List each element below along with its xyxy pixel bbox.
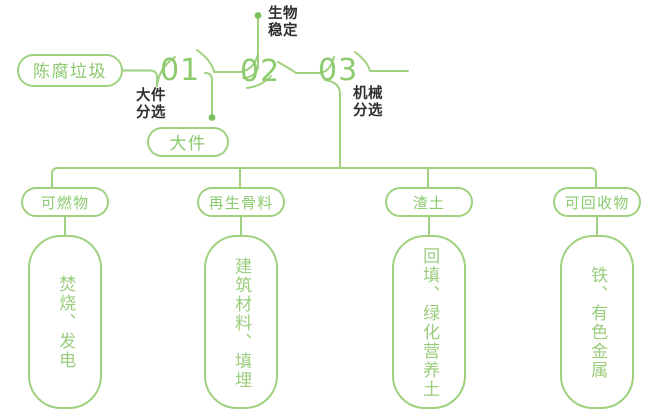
step03-left-arc (317, 56, 335, 74)
step03-right-arc (354, 51, 409, 72)
step-note-03: 机械 分选 (353, 86, 383, 120)
step-note-01: 大件 分选 (136, 88, 166, 122)
category-label-1: 再生骨料 (208, 195, 274, 212)
destination-box-shape-0 (28, 235, 102, 409)
source-label: 陈腐垃圾 (33, 62, 107, 81)
category-label-3: 可回收物 (564, 195, 630, 212)
bulky-branch-dot (208, 114, 216, 121)
step-number-01: 01 (160, 53, 201, 88)
destination-text-0: 焚烧、发电 (56, 274, 76, 370)
step-number-02: 02 (240, 54, 281, 89)
link-step03-to-bus (324, 79, 341, 169)
step-note-02: 生物 稳定 (268, 6, 298, 40)
destination-box-shape-3 (560, 235, 634, 409)
link-step01-to-bulky (204, 72, 213, 117)
link-source-to-step01 (121, 69, 158, 87)
step02-right-arc (277, 61, 319, 74)
destination-box-shape-2 (392, 235, 466, 409)
destination-text-3: 铁、有色金属 (588, 266, 608, 380)
destination-text-1: 建筑材料、填埋 (232, 256, 252, 390)
destination-box-shape-1 (204, 235, 278, 409)
step01-left-arc (156, 56, 176, 87)
bio-note-dot (254, 12, 262, 19)
destination-text-2: 回填、绿化营养土 (420, 247, 440, 399)
category-label-2: 渣土 (412, 195, 446, 212)
step02-lower-arc (246, 75, 272, 89)
bulky-pill-shape (147, 127, 229, 157)
bulky-output-label: 大件 (169, 134, 207, 153)
step-number-03: 03 (318, 53, 359, 88)
step01-right-arc (196, 49, 241, 73)
link-step02-to-bio-note (242, 16, 259, 79)
category-label-0: 可燃物 (40, 195, 90, 212)
distribution-bus-line (51, 167, 597, 189)
